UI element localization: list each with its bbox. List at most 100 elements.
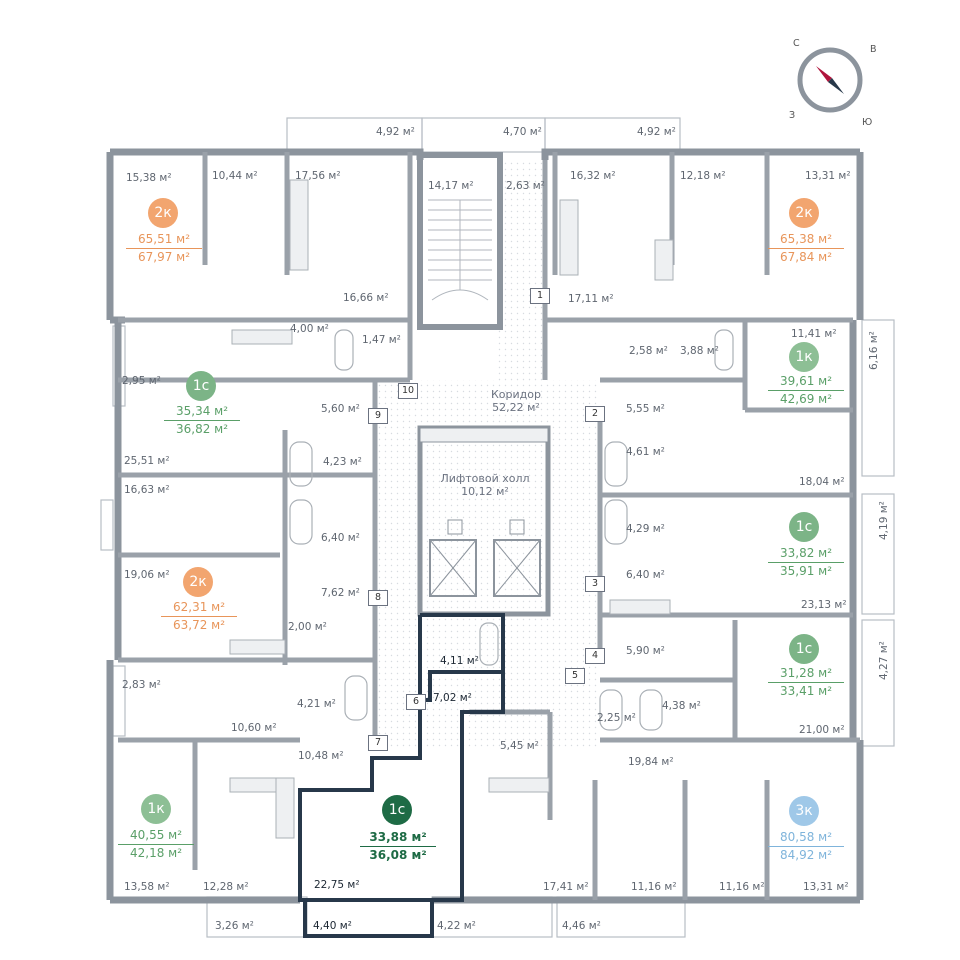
compass-north: С: [793, 38, 800, 49]
total-area: 67,97 м²: [137, 250, 191, 264]
living-area: 31,28 м²: [768, 666, 844, 683]
apartment-number-2[interactable]: 2: [585, 406, 605, 422]
stair-core: [417, 152, 503, 330]
room-area: 4,21 м²: [297, 698, 336, 710]
room-area: 16,66 м²: [343, 292, 389, 304]
balcony-area: 2,95 м²: [122, 375, 161, 387]
apartment-number-4[interactable]: 4: [585, 648, 605, 664]
total-area: 35,91 м²: [779, 564, 833, 578]
room-area: 4,00 м²: [290, 323, 329, 335]
living-area: 39,61 м²: [768, 374, 844, 391]
apartment-type-badge[interactable]: 2к: [148, 198, 178, 228]
room-area: 5,45 м²: [500, 740, 539, 752]
living-area: 62,31 м²: [161, 600, 237, 617]
balcony-area: 6,16 м²: [868, 331, 880, 370]
compass-icon: [797, 47, 863, 113]
room-area: 10,48 м²: [298, 750, 344, 762]
living-area: 40,55 м²: [118, 828, 194, 845]
apartment-type-badge[interactable]: 3к: [789, 796, 819, 826]
apartment-area: 65,51 м² 67,97 м²: [126, 232, 202, 265]
room-area: 2,25 м²: [597, 712, 636, 724]
apartment-area: 62,31 м² 63,72 м²: [161, 600, 237, 633]
balcony-area: 4,27 м²: [878, 641, 890, 680]
balcony-area: 4,46 м²: [562, 920, 601, 932]
room-area: 13,31 м²: [805, 170, 851, 182]
room-area: 4,29 м²: [626, 523, 665, 535]
room-area: 4,23 м²: [323, 456, 362, 468]
balcony-area: 4,22 м²: [437, 920, 476, 932]
apartment-type-badge[interactable]: 1к: [141, 794, 171, 824]
living-area: 80,58 м²: [768, 830, 844, 847]
room-area: 18,04 м²: [799, 476, 845, 488]
total-area: 42,18 м²: [129, 846, 183, 860]
room-area: 17,41 м²: [543, 881, 589, 893]
room-area: 7,62 м²: [321, 587, 360, 599]
room-area: 5,55 м²: [626, 403, 665, 415]
apartment-type-badge[interactable]: 1с: [789, 512, 819, 542]
living-area: 65,38 м²: [768, 232, 844, 249]
room-area: 23,13 м²: [801, 599, 847, 611]
apartment-number-6[interactable]: 6: [406, 694, 426, 710]
apartment-type-badge[interactable]: 1с: [789, 634, 819, 664]
room-area: 16,63 м²: [124, 484, 170, 496]
apartment-number-1[interactable]: 1: [530, 288, 550, 304]
compass-south: Ю: [862, 117, 873, 128]
apartment-number-3[interactable]: 3: [585, 576, 605, 592]
compass-east: В: [870, 44, 877, 55]
apartment-area: 65,38 м² 67,84 м²: [768, 232, 844, 265]
room-area: 21,00 м²: [799, 724, 845, 736]
apartment-number-10[interactable]: 10: [398, 383, 418, 399]
apartment-type-badge[interactable]: 2к: [789, 198, 819, 228]
apartment-type-badge[interactable]: 2к: [183, 567, 213, 597]
living-area: 35,34 м²: [164, 404, 240, 421]
room-area: 6,40 м²: [626, 569, 665, 581]
room-area: 4,11 м²: [440, 655, 479, 667]
room-area: 13,31 м²: [803, 881, 849, 893]
room-area: 11,16 м²: [719, 881, 765, 893]
room-area: 4,38 м²: [662, 700, 701, 712]
total-area: 63,72 м²: [172, 618, 226, 632]
room-area: 19,06 м²: [124, 569, 170, 581]
corridor-area: 52,22 м²: [492, 401, 540, 414]
room-area: 6,40 м²: [321, 532, 360, 544]
room-area: 2,00 м²: [288, 621, 327, 633]
room-area: 7,02 м²: [433, 692, 472, 704]
living-area: 65,51 м²: [126, 232, 202, 249]
apartment-area-selected: 33,88 м² 36,08 м²: [360, 830, 436, 863]
lift-hall: [417, 425, 551, 617]
room-area: 13,58 м²: [124, 881, 170, 893]
room-area: 12,18 м²: [680, 170, 726, 182]
room-area: 10,44 м²: [212, 170, 258, 182]
compass-west: З: [789, 110, 796, 121]
apartment-number-8[interactable]: 8: [368, 590, 388, 606]
lift-hall-name: Лифтовой холл: [440, 472, 530, 485]
room-area: 22,75 м²: [314, 879, 360, 891]
room-area: 3,88 м²: [680, 345, 719, 357]
kitchen-counters: [229, 179, 674, 839]
room-area: 17,11 м²: [568, 293, 614, 305]
apartment-area: 33,82 м² 35,91 м²: [768, 546, 844, 579]
room-area: 10,60 м²: [231, 722, 277, 734]
corridor-top-floor: [497, 160, 547, 382]
apartment-number-5[interactable]: 5: [565, 668, 585, 684]
apartment-type-badge-selected[interactable]: 1с: [382, 795, 412, 825]
apartment-area: 40,55 м² 42,18 м²: [118, 828, 194, 861]
lift-hall-area: 10,12 м²: [461, 485, 509, 498]
room-area: 15,38 м²: [126, 172, 172, 184]
shaft-area: 2,63 м²: [506, 180, 545, 192]
lift-hall-label: Лифтовой холл 10,12 м²: [430, 472, 540, 498]
balcony-area-selected: 4,40 м²: [313, 920, 352, 932]
stair-area: 14,17 м²: [428, 180, 474, 192]
room-area: 16,32 м²: [570, 170, 616, 182]
total-area: 36,08 м²: [369, 848, 427, 862]
room-area: 11,41 м²: [791, 328, 837, 340]
apartment-type-badge[interactable]: 1с: [186, 371, 216, 401]
apartment-number-7[interactable]: 7: [368, 735, 388, 751]
apartment-number-9[interactable]: 9: [368, 408, 388, 424]
balcony-area: 4,92 м²: [376, 126, 415, 138]
balcony-area: 2,83 м²: [122, 679, 161, 691]
room-area: 5,60 м²: [321, 403, 360, 415]
apartment-type-badge[interactable]: 1к: [789, 342, 819, 372]
corridor-name: Коридор: [491, 388, 541, 401]
